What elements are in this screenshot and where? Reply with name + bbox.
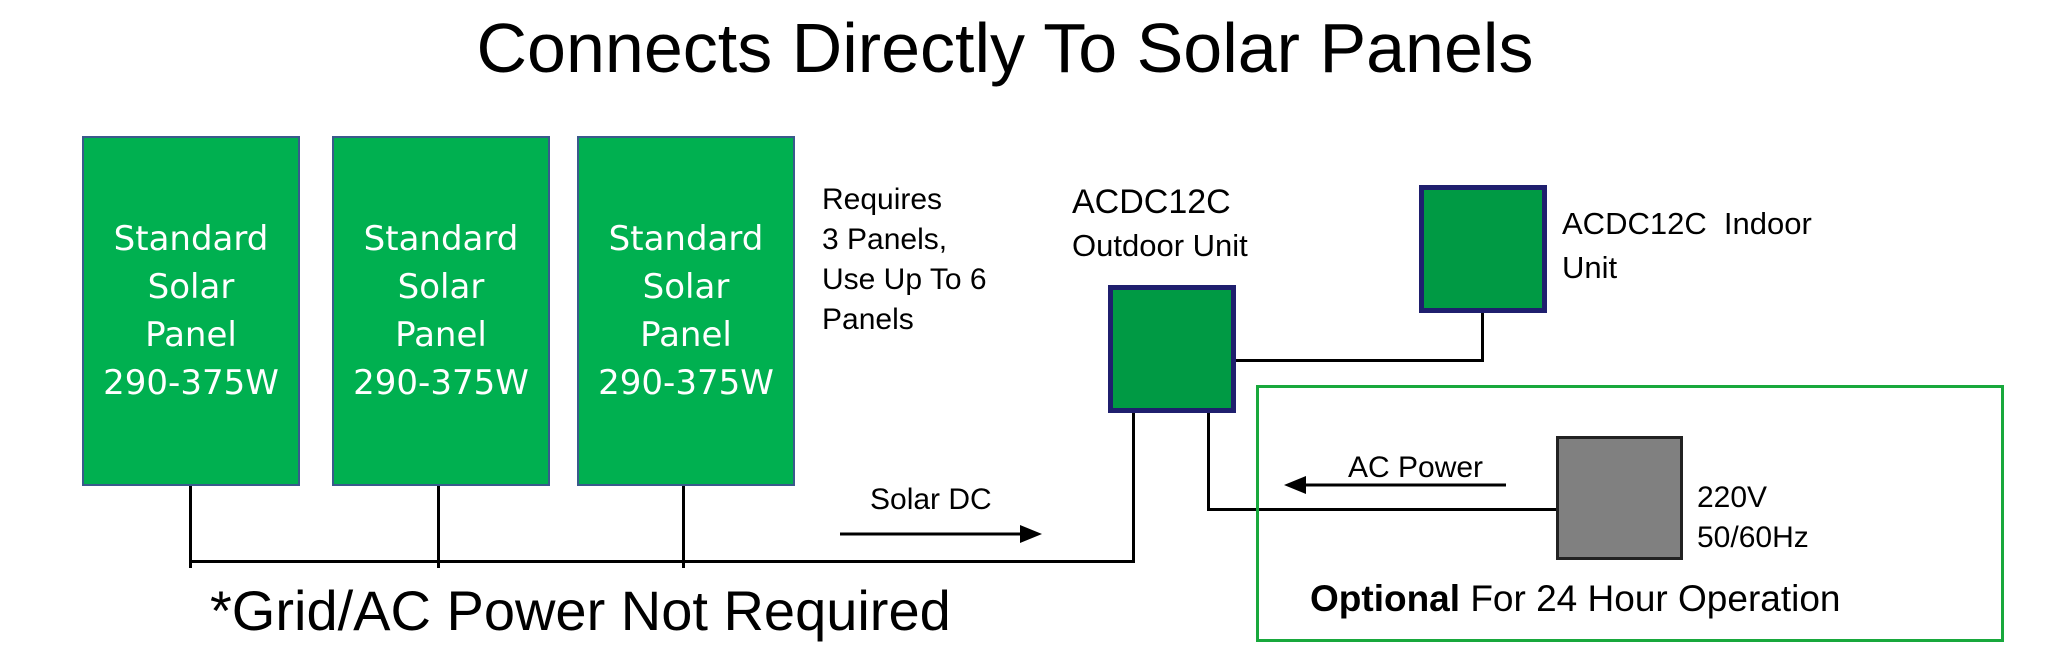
ac-power-arrow-icon	[1284, 476, 1506, 494]
ac-voltage: 220V	[1697, 481, 1768, 514]
optional-ac-region	[1256, 385, 2004, 642]
solar-panel-label: Standard Solar Panel 290-375W	[103, 215, 279, 407]
ac-source-box	[1556, 436, 1683, 560]
ac-power-label: AC Power	[1348, 451, 1484, 484]
ac-frequency: 50/60Hz	[1697, 521, 1809, 554]
solar-dc-label: Solar DC	[870, 483, 992, 516]
solar-panel-label: Standard Solar Panel 290-375W	[598, 215, 774, 407]
indoor-unit-name: Unit	[1562, 250, 1618, 285]
grid-not-required-note: *Grid/AC Power Not Required	[210, 579, 951, 642]
panel-wattage: 290-375W	[353, 363, 529, 403]
panel-line: Panel	[640, 315, 732, 355]
diagram-title: Connects Directly To Solar Panels	[476, 9, 1534, 87]
note-line: Requires	[822, 183, 943, 216]
indoor-unit-model: ACDC12C Indoor	[1562, 206, 1812, 241]
solar-panel-3: Standard Solar Panel 290-375W	[577, 136, 795, 486]
panel-line: Standard	[113, 219, 269, 259]
requires-panels-note: Requires 3 Panels, Use Up To 6 Panels	[822, 180, 987, 340]
indoor-unit-label: ACDC12C Indoor Unit	[1562, 202, 1812, 290]
ac-input-wire-h	[1207, 508, 1556, 511]
indoor-unit-box	[1419, 185, 1547, 313]
solar-panel-2: Standard Solar Panel 290-375W	[332, 136, 550, 486]
note-line: 3 Panels,	[822, 223, 948, 256]
solar-dc-arrow-icon	[840, 525, 1042, 543]
panel-wattage: 290-375W	[103, 363, 279, 403]
dc-input-wire	[1132, 413, 1135, 563]
optional-note-bold: Optional	[1310, 578, 1461, 619]
panel-line: Panel	[145, 315, 237, 355]
panel-1-wire	[189, 486, 192, 568]
panel-2-wire	[437, 486, 440, 568]
panel-line: Standard	[363, 219, 519, 259]
panel-3-wire	[682, 486, 685, 568]
outdoor-unit-model: ACDC12C	[1072, 183, 1231, 221]
panel-wattage: 290-375W	[598, 363, 774, 403]
outdoor-unit-label: ACDC12C Outdoor Unit	[1072, 180, 1248, 268]
note-line: Panels	[822, 303, 914, 336]
optional-note: Optional For 24 Hour Operation	[1310, 578, 1841, 620]
ac-source-label: 220V 50/60Hz	[1697, 478, 1809, 558]
panel-line: Panel	[395, 315, 487, 355]
indoor-link-wire-h	[1236, 359, 1484, 362]
note-line: Use Up To 6	[822, 263, 987, 296]
ac-input-wire-v	[1207, 413, 1210, 511]
outdoor-unit-name: Outdoor Unit	[1072, 228, 1248, 263]
panel-line: Solar	[147, 267, 235, 307]
solar-panel-1: Standard Solar Panel 290-375W	[82, 136, 300, 486]
panel-line: Solar	[642, 267, 730, 307]
panel-line: Solar	[397, 267, 485, 307]
solar-panel-label: Standard Solar Panel 290-375W	[353, 215, 529, 407]
indoor-link-wire-v	[1481, 313, 1484, 362]
optional-note-rest: For 24 Hour Operation	[1460, 578, 1841, 619]
outdoor-unit-box	[1108, 285, 1236, 413]
dc-bus-wire	[189, 560, 1135, 563]
panel-line: Standard	[608, 219, 764, 259]
